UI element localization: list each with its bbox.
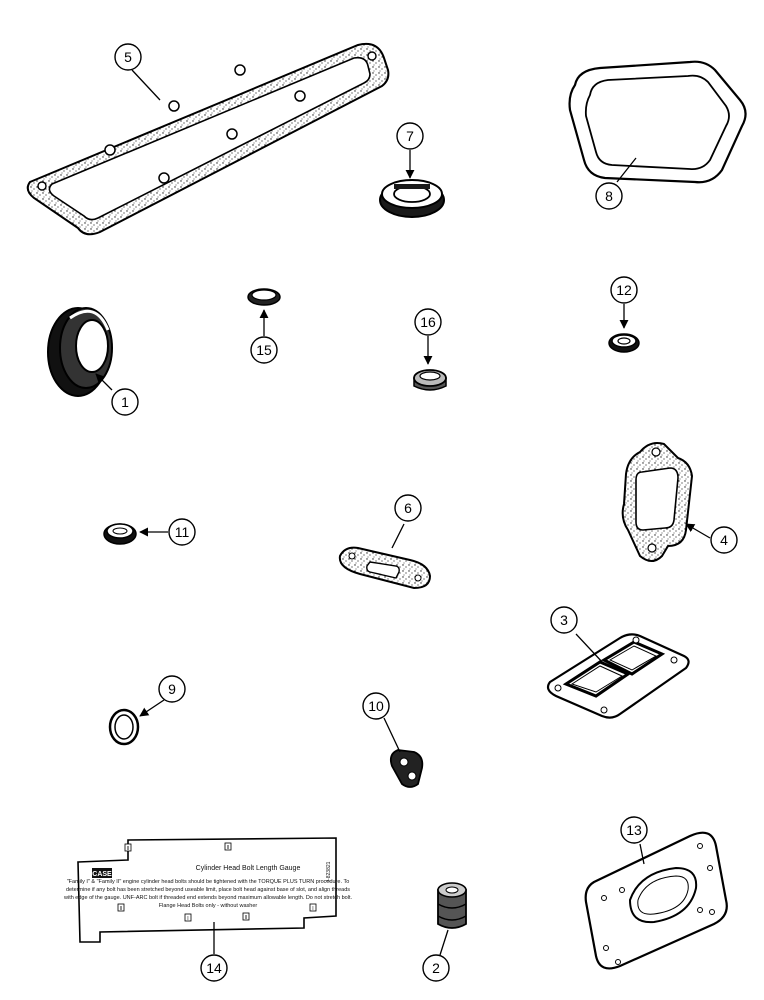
callout-8: 8 [595,182,623,210]
gauge-slot-label: II [120,906,123,912]
part-1-crankshaft-seal [47,307,113,397]
gauge-title: Cylinder Head Bolt Length Gauge [196,865,301,872]
part-6-flange-gasket [338,546,432,590]
part-11-washer [103,523,137,545]
callout-7: 7 [396,122,424,150]
callout-16: 16 [414,308,442,336]
callout-14: 14 [200,954,228,982]
leader-13 [639,843,645,865]
leader-4 [685,523,711,539]
callout-label: 6 [404,500,412,516]
part-4-manifold-gasket [621,442,694,562]
part-16-plug [413,369,447,391]
part-13-port-gasket [584,831,728,970]
callout-3: 3 [550,606,578,634]
callout-label: 5 [124,49,132,65]
callout-15: 15 [250,336,278,364]
part-9-o-ring [108,708,140,746]
gauge-text-line-1: "Family I" & "Family II" engine cylinder… [67,879,350,885]
gauge-slot-label: II [227,845,230,851]
leader-6 [391,523,405,549]
callout-label: 2 [432,960,440,976]
leader-lines [95,69,711,956]
callout-label: 11 [175,524,190,540]
gauge-brand: CASE [92,871,112,878]
callout-13: 13 [620,816,648,844]
gauge-slot-label: I [187,916,188,922]
callout-label: 12 [616,282,632,298]
leader-9 [139,699,165,717]
callout-6: 6 [394,494,422,522]
gauge-text-line-3: with edge of the gauge. UNF-ARC bolt if … [63,895,352,901]
part-12-seal-ring [608,333,640,353]
leader-1 [95,373,113,391]
gauge-text-line-2: determine if any bolt has been stretched… [66,887,350,893]
callout-label: 4 [720,532,728,548]
part-10-clip-gasket [389,749,424,788]
leader-2 [439,929,449,956]
callout-label: 7 [406,128,414,144]
callout-label: 13 [626,822,642,838]
callout-1: 1 [111,388,139,416]
part-15-o-ring [247,288,281,306]
gauge-slot-label: II [245,915,248,921]
gauge-part-number: J-823821 [326,861,332,882]
gauge-slot-label: I [312,906,313,912]
gauge-slot-label: II [127,846,130,852]
callout-label: 10 [368,698,384,714]
callout-5: 5 [114,43,142,71]
callout-label: 14 [206,960,222,976]
callout-label: 3 [560,612,568,628]
leader-5 [131,69,161,101]
leader-8 [616,157,637,183]
gauge-brand-logo [92,868,112,878]
callout-label: 16 [420,314,436,330]
callout-9: 9 [158,675,186,703]
callout-10: 10 [362,692,390,720]
callout-label: 1 [121,394,129,410]
leader-10 [383,717,401,753]
callout-2: 2 [422,954,450,982]
part-7-seal [379,179,445,218]
callout-label: 8 [605,188,613,204]
part-14-bolt-length-gauge: CASE Cylinder Head Bolt Length Gauge "Fa… [63,837,352,943]
leader-3 [575,633,605,665]
callout-label: 15 [256,342,272,358]
part-3-twin-port-gasket [546,633,690,719]
part-8-rocker-cover-gasket [568,60,747,184]
callout-12: 12 [610,276,638,304]
part-5-valve-cover-gasket [26,42,390,236]
part-2-grommet [437,882,467,929]
gauge-text-line-4: Flange Head Bolts only - without washer [159,903,258,909]
callout-4: 4 [710,526,738,554]
callout-label: 9 [168,681,176,697]
callout-11: 11 [168,518,196,546]
